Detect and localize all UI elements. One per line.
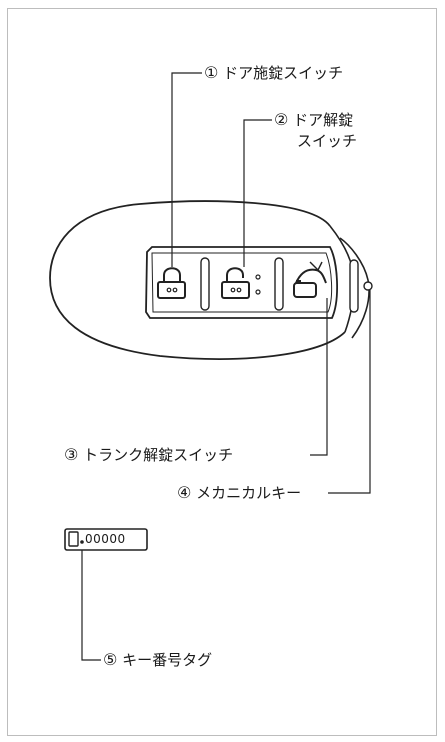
lock-switch-label: ① ドア施錠スイッチ bbox=[204, 63, 344, 83]
key-number-value: 00000 bbox=[85, 532, 126, 546]
lock-switch-number: ① bbox=[204, 63, 219, 82]
unlock-switch-number: ② bbox=[274, 110, 289, 129]
lock-switch-text: ドア施錠スイッチ bbox=[223, 64, 344, 82]
mechanical-key-label: ④ メカニカルキー bbox=[177, 483, 302, 503]
diagram-frame bbox=[7, 8, 437, 736]
leader-lock bbox=[171, 72, 202, 267]
leader-tag bbox=[81, 545, 101, 661]
mechanical-key-number: ④ bbox=[177, 483, 192, 502]
lock-icon bbox=[157, 267, 186, 299]
unlock-switch-label: ② ドア解錠 bbox=[274, 110, 354, 130]
key-number-tag-number: ⑤ bbox=[103, 650, 118, 669]
trunk-switch-label: ③ トランク解錠スイッチ bbox=[64, 445, 234, 465]
key-number-tag bbox=[64, 528, 148, 551]
leader-unlock bbox=[243, 119, 272, 267]
key-fob bbox=[49, 200, 373, 360]
unlock-switch-text-1: ドア解錠 bbox=[293, 111, 354, 129]
mechanical-key-text: メカニカルキー bbox=[196, 484, 302, 502]
trunk-switch-text: トランク解錠スイッチ bbox=[83, 446, 234, 464]
leader-lines bbox=[81, 72, 371, 661]
leader-mechanical bbox=[328, 290, 371, 494]
unlock-icon bbox=[221, 267, 261, 299]
unlock-switch-text-2: スイッチ bbox=[297, 132, 358, 150]
trunk-switch-number: ③ bbox=[64, 445, 79, 464]
key-number-tag-text: キー番号タグ bbox=[122, 651, 213, 669]
trunk-icon bbox=[293, 261, 327, 298]
leader-trunk bbox=[310, 298, 328, 456]
key-number-tag-label: ⑤ キー番号タグ bbox=[103, 650, 213, 670]
